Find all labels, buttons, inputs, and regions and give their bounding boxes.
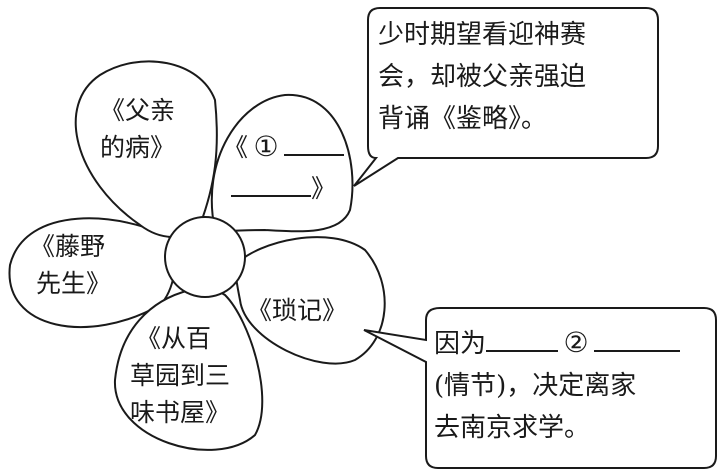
petal-baicao-line3: 味书屋》: [130, 398, 231, 427]
petal-suoji-text: 《琐记》: [247, 296, 348, 325]
petal-father: [74, 60, 218, 238]
circled-number-two: ②: [563, 326, 589, 359]
callout-bottom-line3: 去南京求学。: [434, 413, 591, 443]
answer-blank-2a: [486, 330, 559, 352]
petal-suoji: [233, 236, 386, 365]
petal-fujino-label: 《藤野 先生》: [30, 228, 111, 302]
petal-fujino-line1: 《藤野: [30, 232, 106, 261]
callout-bottom-line2: (情节)，决定离家: [434, 371, 637, 401]
callout-top-box: [353, 7, 659, 187]
petal-father-line1: 《父亲: [100, 96, 176, 125]
petal-baicao-line2: 草园到三: [130, 361, 231, 390]
callout-bottom-text: 因为 ② (情节)，决定离家 去南京求学。: [434, 322, 681, 449]
petal-baicao-line1: 《从百: [136, 324, 212, 353]
petal-blank1-label: 《① 》: [223, 128, 345, 207]
petal-blank1-close: 》: [311, 174, 337, 203]
flower-center: [164, 216, 246, 298]
answer-blank-1a: [284, 134, 345, 156]
callout-top-text: 少时期望看迎神赛 会，却被父亲强迫 背诵《鉴略》。: [378, 14, 586, 140]
petal-fujino-line2: 先生》: [36, 269, 112, 298]
petal-blank1-open: 《: [223, 133, 249, 162]
petal-fujino: [8, 217, 178, 329]
answer-blank-2b: [594, 330, 681, 352]
callout-bottom-box: [363, 307, 717, 469]
circled-number-one: ①: [253, 130, 279, 163]
petal-suoji-label: 《琐记》: [247, 292, 347, 329]
petal-blank1: [210, 93, 354, 233]
petal-baicao-label: 《从百 草园到三 味书屋》: [130, 320, 230, 431]
petal-baicao: [113, 285, 264, 451]
callout-bottom-prefix: 因为: [434, 329, 487, 359]
answer-blank-1b: [231, 175, 311, 197]
callout-top-line3: 背诵《鉴略》。: [378, 104, 548, 134]
callout-top-line2: 会，却被父亲强迫: [378, 62, 587, 92]
callout-top-line1: 少时期望看迎神赛: [378, 20, 587, 50]
petal-father-line2: 的病》: [100, 133, 176, 162]
petal-father-label: 《父亲 的病》: [100, 92, 175, 166]
